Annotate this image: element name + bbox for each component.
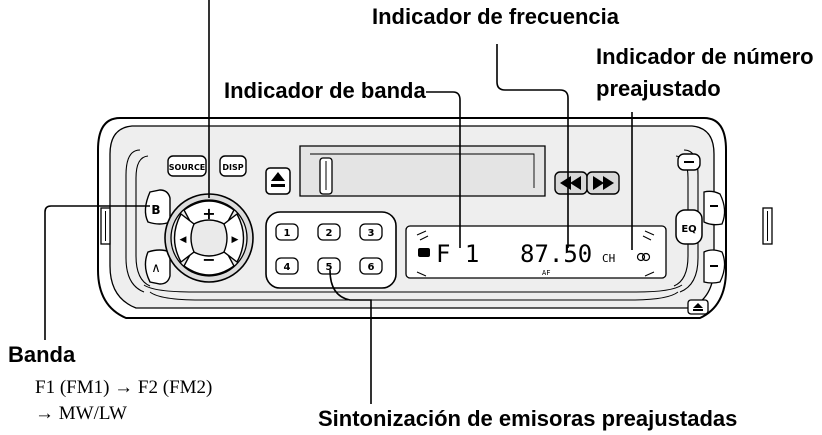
down-button-label: − [202,250,215,269]
preset-label-5: 5 [326,262,333,273]
preset-tuning-label: Sintonización de emisoras preajustadas [318,406,738,431]
lcd-ch: CH [602,252,615,265]
preset-label-3: 3 [368,228,375,239]
detach-icon [693,303,703,308]
preset-button-6 [359,257,383,275]
faceplate-outer [97,117,727,319]
left-button-label: ◀ [180,235,187,245]
source-button[interactable] [167,155,207,177]
band-indicator-label: Indicador de banda [224,78,426,103]
preset-label-6: 6 [368,262,375,273]
eq-button-label: EQ [681,224,696,235]
preset-number-indicator-label-line2: preajustado [596,76,721,101]
preset-button-1 [275,223,299,241]
up-button-label: + [202,204,215,223]
source-button-label: SOURCE [169,163,206,172]
lcd-af: AF [542,269,550,277]
band-cycle-line2: → MW/LW [35,403,127,424]
preset-label-1: 1 [284,228,291,239]
band-cycle-line1: F1 (FM1) → F2 (FM2) [35,377,213,398]
lcd-frequency: 87.50 [520,240,592,268]
lower-left-button-label: ∧ [151,261,161,276]
right-button-label: ▶ [232,235,239,245]
eq-button[interactable] [675,209,703,245]
fast-forward-icon [603,176,614,190]
preset-button-2 [317,223,341,241]
preset-button-3 [359,223,383,241]
band-label: Banda [8,342,76,367]
preset-number-indicator-label-line1: Indicador de número [596,44,814,69]
disp-button-label: DISP [222,163,243,172]
lcd-band: F 1 [436,240,479,268]
lcd-display: F 1 87.50 CH AF [405,225,667,279]
preset-tuning-callout-line [329,269,372,404]
cassette-door [299,145,546,197]
callout-lines [44,0,633,404]
eject-icon [271,172,285,181]
right-upper-button[interactable] [703,190,726,226]
right-button[interactable] [223,212,245,264]
band-callout-line [44,205,150,340]
preset-button-4 [275,257,299,275]
lower-left-button[interactable] [144,249,171,285]
preset-label-4: 4 [284,262,291,273]
left-button[interactable] [173,212,195,264]
frequency-indicator-label: Indicador de frecuencia [372,4,619,29]
disp-button[interactable] [219,155,247,177]
preset-buttons: 1 2 3 4 5 6 [275,223,383,275]
band-button-label: B [151,203,160,217]
frequency-indicator-callout-line [496,44,569,248]
preset-button-5 [317,257,341,275]
band-button[interactable] [144,189,171,225]
band-indicator-callout-line [426,91,461,248]
preset-label-2: 2 [326,228,333,239]
